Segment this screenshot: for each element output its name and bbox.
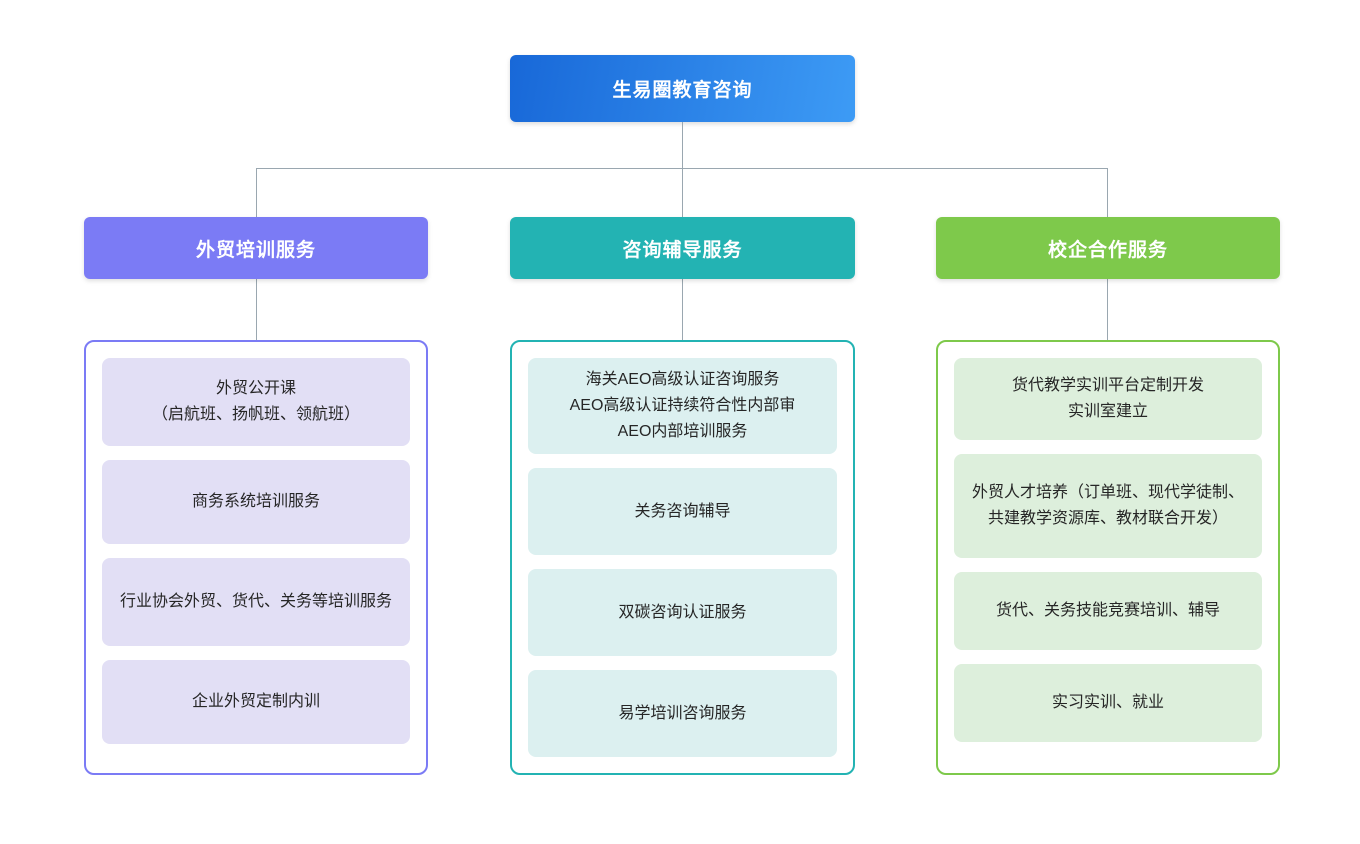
category-header-label: 外贸培训服务 xyxy=(195,239,316,261)
column-container-school-enterprise: 货代教学实训平台定制开发 实训室建立 外贸人才培养（订单班、现代学徒制、共建教学… xyxy=(936,340,1280,775)
category-header-label: 校企合作服务 xyxy=(1047,239,1168,261)
list-item[interactable]: 外贸人才培养（订单班、现代学徒制、共建教学资源库、教材联合开发） xyxy=(954,454,1262,558)
list-item[interactable]: 行业协会外贸、货代、关务等培训服务 xyxy=(102,558,410,646)
list-item[interactable]: 实习实训、就业 xyxy=(954,664,1262,742)
list-item[interactable]: 关务咨询辅导 xyxy=(528,468,837,556)
list-item[interactable]: 外贸公开课 （启航班、扬帆班、领航班） xyxy=(102,358,410,446)
list-item[interactable]: 双碳咨询认证服务 xyxy=(528,569,837,657)
connector-to-header-2 xyxy=(682,168,683,217)
list-item[interactable]: 易学培训咨询服务 xyxy=(528,670,837,757)
list-item[interactable]: 商务系统培训服务 xyxy=(102,460,410,544)
connector-header-3-to-box xyxy=(1107,279,1108,340)
category-header-training[interactable]: 外贸培训服务 xyxy=(84,217,428,279)
list-item[interactable]: 海关AEO高级认证咨询服务 AEO高级认证持续符合性内部审 AEO内部培训服务 xyxy=(528,358,837,455)
category-header-consulting[interactable]: 咨询辅导服务 xyxy=(510,217,855,279)
category-header-label: 咨询辅导服务 xyxy=(622,239,743,261)
list-item[interactable]: 企业外贸定制内训 xyxy=(102,660,410,744)
column-container-training: 外贸公开课 （启航班、扬帆班、领航班） 商务系统培训服务 行业协会外贸、货代、关… xyxy=(84,340,428,775)
column-container-consulting: 海关AEO高级认证咨询服务 AEO高级认证持续符合性内部审 AEO内部培训服务 … xyxy=(510,340,855,775)
root-node-label: 生易圈教育咨询 xyxy=(612,80,753,101)
category-header-school-enterprise[interactable]: 校企合作服务 xyxy=(936,217,1280,279)
list-item[interactable]: 货代、关务技能竞赛培训、辅导 xyxy=(954,572,1262,650)
connector-horizontal-bus xyxy=(256,168,1107,169)
connector-to-header-3 xyxy=(1107,168,1108,217)
connector-header-1-to-box xyxy=(256,279,257,340)
list-item[interactable]: 货代教学实训平台定制开发 实训室建立 xyxy=(954,358,1262,440)
connector-root-stem xyxy=(682,122,683,168)
connector-header-2-to-box xyxy=(682,279,683,340)
root-node[interactable]: 生易圈教育咨询 xyxy=(510,55,855,122)
connector-to-header-1 xyxy=(256,168,257,217)
